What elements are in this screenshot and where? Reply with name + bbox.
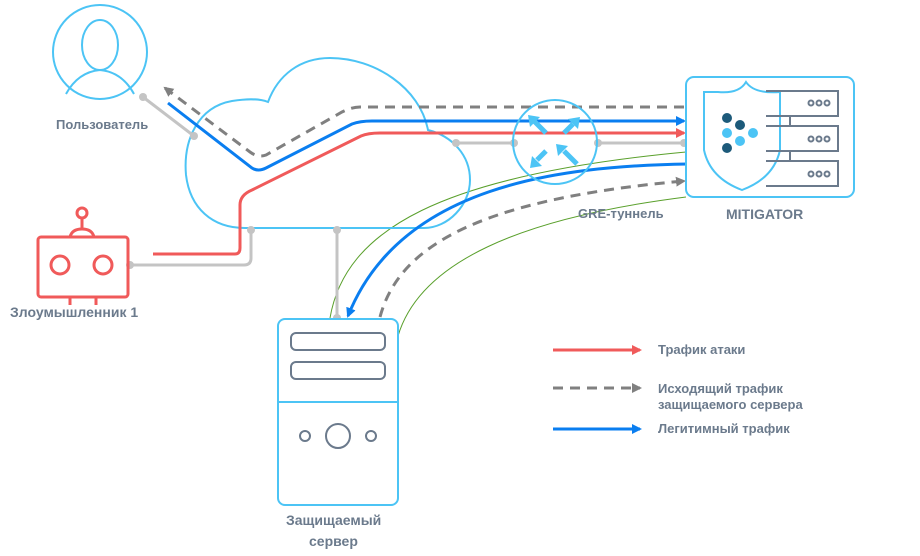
- legit-tunnel-path: [346, 162, 689, 318]
- legend-legit-label: Легитимный трафик: [658, 421, 790, 436]
- outgoing-tunnel-path: [378, 176, 686, 318]
- server-label-line2: сервер: [309, 533, 358, 549]
- mitigator-icon: [685, 76, 855, 198]
- legend-markers: [553, 345, 642, 434]
- robot-icon: [36, 206, 130, 305]
- attack-traffic-path: [153, 128, 686, 256]
- mitigator-label: MITIGATOR: [726, 206, 804, 222]
- gre-tunnel-label: GRE-туннель: [578, 206, 664, 221]
- network-links: [130, 95, 684, 318]
- legit-traffic-path: [167, 101, 686, 172]
- attacker-label: Злоумышленник 1: [10, 304, 139, 320]
- user-icon: [52, 4, 148, 100]
- user-label: Пользователь: [56, 117, 149, 132]
- outgoing-traffic-path: [163, 86, 684, 158]
- server-label-line1: Защищаемый: [286, 512, 382, 528]
- legend-outgoing-label-line2: защищаемого сервера: [658, 397, 803, 412]
- gre-tunnel-boundary: [329, 151, 687, 337]
- legend-outgoing-label-line1: Исходящий трафик: [658, 381, 783, 396]
- internet-cloud-icon: [184, 56, 472, 229]
- legend-attack-label: Трафик атаки: [658, 342, 746, 357]
- router-icon: [512, 99, 598, 185]
- server-icon: [277, 318, 399, 506]
